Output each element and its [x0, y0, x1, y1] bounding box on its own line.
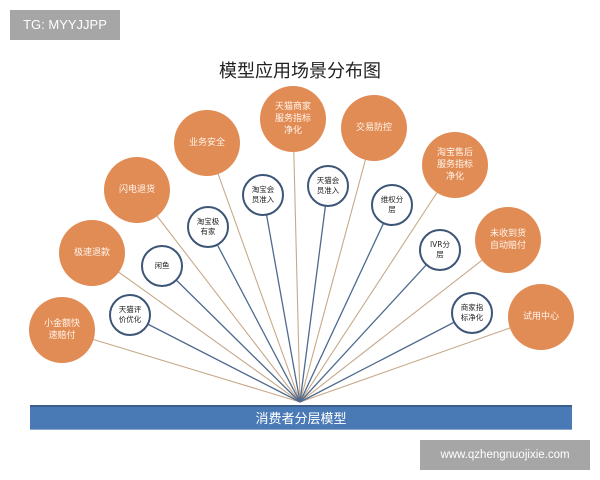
scenario-node-secondary: 维权分层: [371, 184, 413, 226]
node-label: 交易防控: [355, 123, 392, 133]
watermark-tg: TG: MYYJJPP: [10, 10, 120, 40]
scenario-node-secondary: 淘宝极有家: [187, 206, 229, 248]
node-label: IVR分层: [429, 240, 451, 259]
node-label: 天猫评价优化: [118, 305, 142, 324]
scenario-node-secondary: 天猫会员准入: [307, 165, 349, 207]
node-label: 淘宝极有家: [196, 217, 220, 236]
node-label: 淘宝会员准入: [251, 185, 275, 204]
scenario-node-primary: 试用中心: [508, 284, 574, 350]
connector-line: [299, 249, 441, 403]
scenario-node-secondary: IVR分层: [419, 229, 461, 271]
node-label: 天猫商家服务指标净化: [274, 102, 311, 136]
connector-line: [91, 252, 301, 403]
scenario-node-primary: 极速退款: [59, 220, 125, 286]
node-label: 天猫会员准入: [316, 176, 340, 195]
connector-line: [136, 189, 301, 403]
node-label: 极速退款: [73, 248, 110, 258]
node-label: 商家指标净化: [460, 303, 484, 322]
connector-line: [206, 142, 301, 403]
scenario-node-primary: 业务安全: [174, 110, 240, 176]
node-label: 小金额快速赔付: [43, 319, 80, 341]
node-label: 试用中心: [522, 312, 559, 322]
node-label: 闪电退货: [118, 185, 155, 195]
consumer-tier-model-bar: 消费者分层模型: [30, 405, 572, 430]
connector-line: [207, 226, 301, 403]
connector-line: [292, 118, 301, 403]
scenario-node-secondary: 商家指标净化: [451, 292, 493, 334]
connector-line: [161, 265, 301, 403]
connector-line: [299, 127, 375, 403]
connector-line: [61, 329, 301, 403]
connector-line: [299, 239, 509, 403]
scenario-node-primary: 交易防控: [341, 95, 407, 161]
connector-line: [299, 312, 473, 403]
diagram-title: 模型应用场景分布图: [219, 61, 381, 82]
scenario-node-primary: 天猫商家服务指标净化: [260, 86, 326, 152]
scenario-node-primary: 闪电退货: [104, 157, 170, 223]
connector-line: [299, 164, 456, 403]
connector-line: [299, 316, 542, 403]
scenario-node-primary: 淘宝售后服务指标净化: [422, 132, 488, 198]
scenario-node-primary: 小金额快速赔付: [29, 297, 95, 363]
node-label: 闲鱼: [154, 261, 170, 270]
connector-line: [299, 185, 329, 403]
node-label: 淘宝售后服务指标净化: [436, 148, 473, 182]
node-label: 业务安全: [188, 138, 225, 148]
scenario-node-secondary: 闲鱼: [141, 245, 183, 287]
node-label: 未收到货自动赔付: [489, 229, 526, 251]
connector-line: [129, 314, 301, 403]
watermark-url: www.qzhengnuojixie.com: [420, 440, 590, 470]
connector-line: [299, 204, 393, 403]
scenario-node-primary: 未收到货自动赔付: [475, 207, 541, 273]
scenario-node-secondary: 天猫评价优化: [109, 294, 151, 336]
connector-line: [262, 194, 301, 403]
node-label: 维权分层: [380, 195, 404, 214]
scenario-node-secondary: 淘宝会员准入: [242, 174, 284, 216]
